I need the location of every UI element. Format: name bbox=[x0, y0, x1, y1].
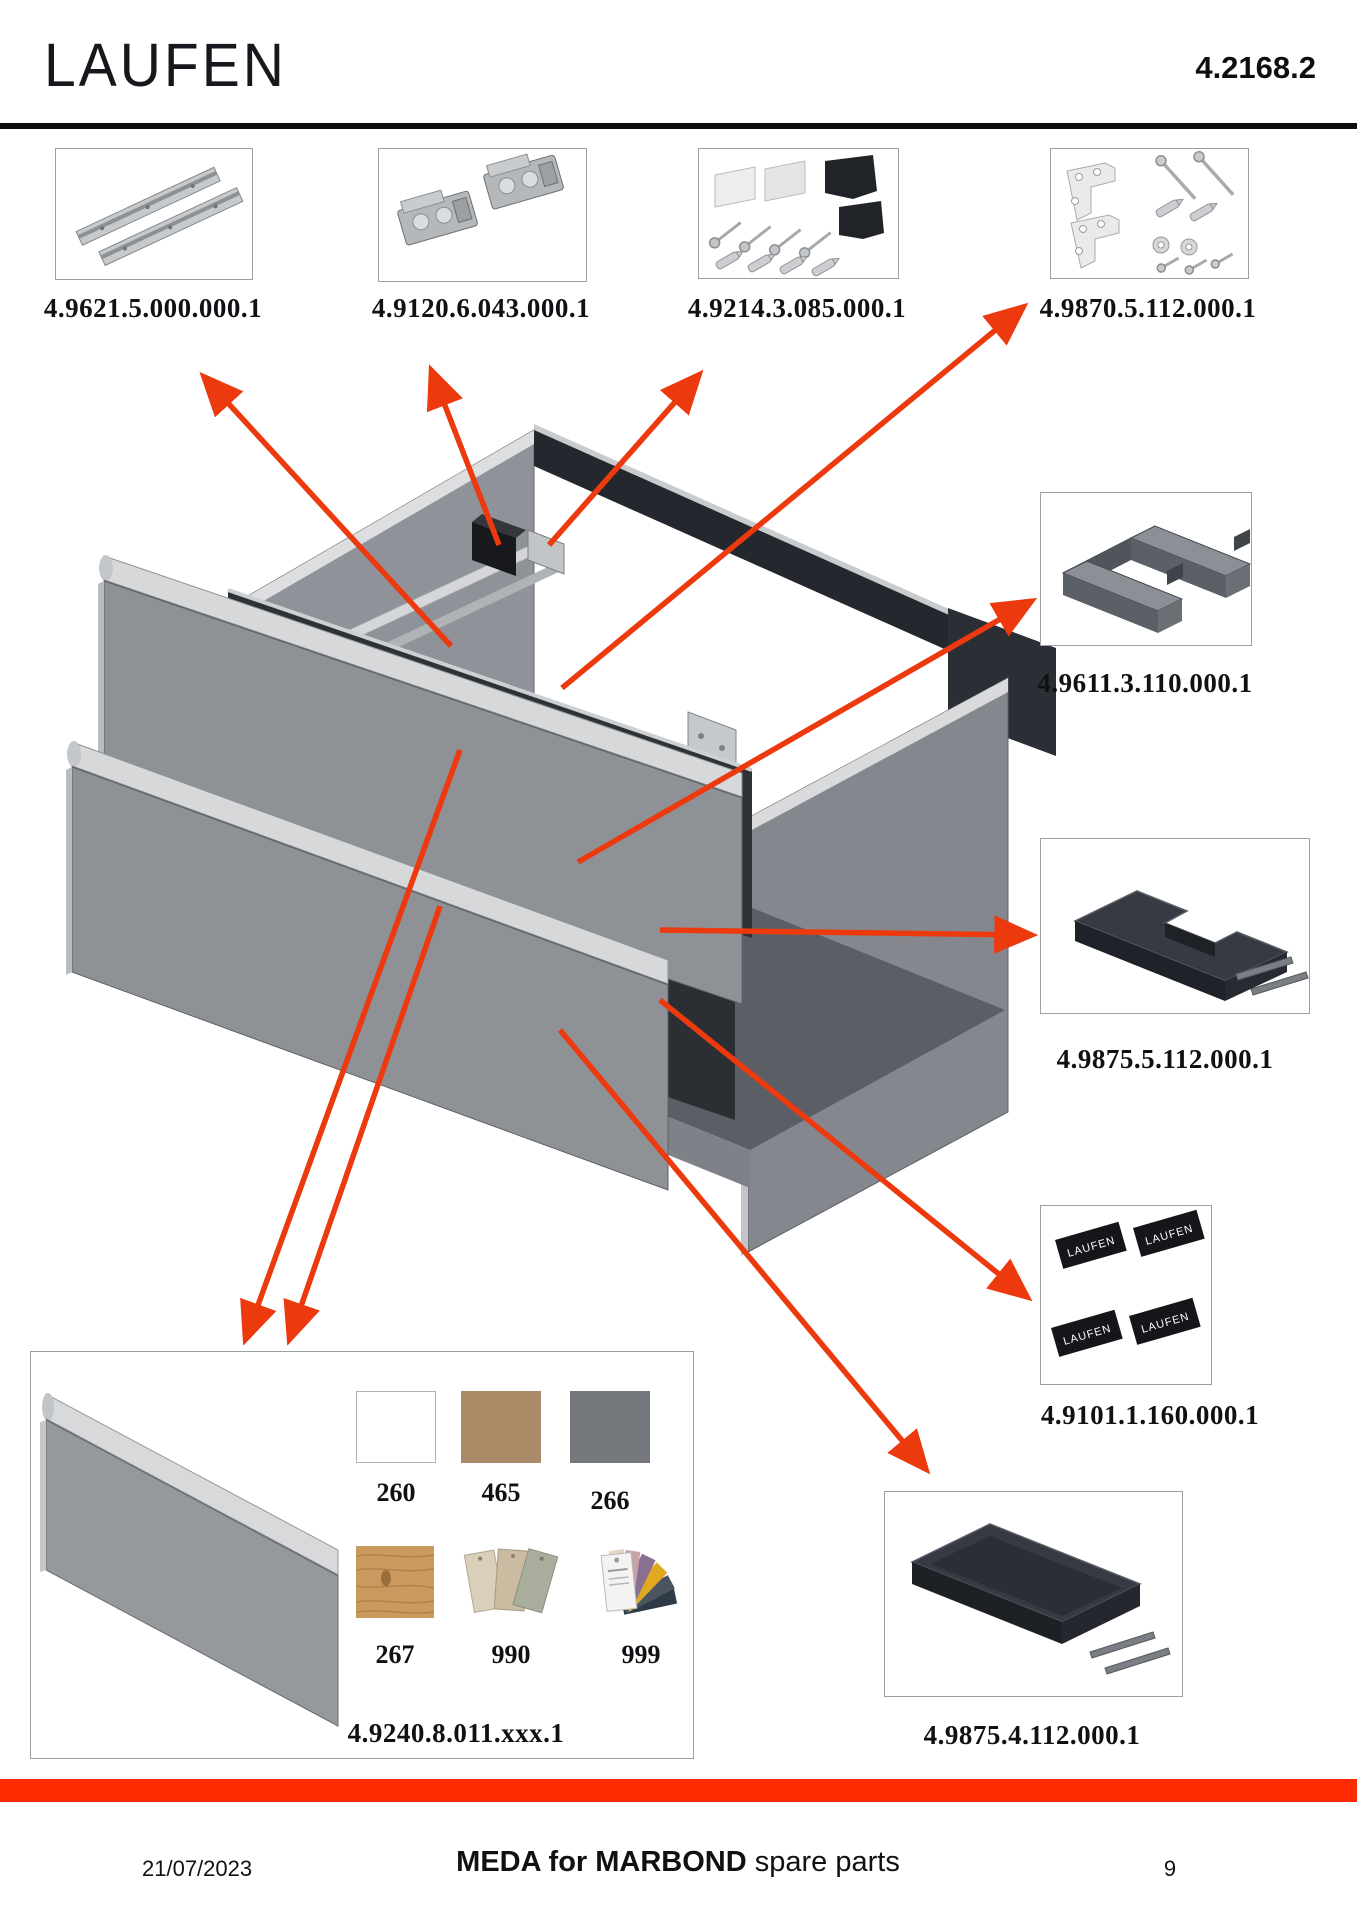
cabinet-right-wall-top bbox=[748, 678, 1008, 832]
bracket-hole bbox=[698, 733, 704, 739]
part-code: 4.9621.5.000.000.1 bbox=[43, 293, 263, 323]
arrow-to-siphon-frame bbox=[576, 597, 1038, 865]
drawer-box-cutout-illustration bbox=[1073, 890, 1309, 1001]
arrow-to-bracket-set bbox=[560, 302, 1029, 691]
drawer-box-illustration bbox=[910, 1523, 1171, 1675]
cabinet-left-wall-top bbox=[241, 430, 534, 614]
labels-illustration: LAUFEN LAUFEN LAUFEN LAUFEN bbox=[1051, 1209, 1205, 1357]
front-panel-illustration bbox=[40, 1393, 339, 1727]
part-code: 4.9240.8.011.xxx.1 bbox=[347, 1718, 565, 1748]
arrow-to-drawer-box bbox=[557, 1028, 931, 1475]
part-code: 4.9875.5.112.000.1 bbox=[1056, 1044, 1274, 1074]
rails-illustration bbox=[75, 166, 244, 267]
cabinet-back-rail bbox=[534, 430, 1005, 676]
arrow-to-cover-set bbox=[546, 369, 704, 547]
arrow-to-labels bbox=[658, 997, 1033, 1302]
finish-code: 266 bbox=[590, 1486, 630, 1515]
finish-code: 260 bbox=[376, 1478, 416, 1507]
finish-swatch-266 bbox=[570, 1391, 650, 1463]
part-thumbnail-labels: LAUFEN LAUFEN LAUFEN LAUFEN bbox=[1040, 1205, 1212, 1385]
part-code: 4.9101.1.160.000.1 bbox=[1040, 1400, 1260, 1430]
front1-left-edge bbox=[98, 581, 104, 790]
clips-illustration bbox=[397, 153, 564, 246]
finish-swatch-999-fan bbox=[600, 1548, 678, 1615]
covers-illustration bbox=[708, 155, 884, 277]
footer-title-suffix: spare parts bbox=[746, 1846, 900, 1878]
leader-arrows bbox=[199, 302, 1039, 1475]
header-rule bbox=[0, 123, 1357, 129]
footer-accent-bar bbox=[0, 1779, 1357, 1802]
footer-title: MEDA for MARBOND spare parts bbox=[18, 1846, 1338, 1879]
part-code: 4.9870.5.112.000.1 bbox=[1039, 293, 1257, 323]
arrow-to-clip-set bbox=[426, 364, 502, 546]
upper-drawer-rim bbox=[227, 588, 753, 772]
laufen-logo: LAUFEN bbox=[44, 31, 287, 101]
part-thumbnail-brackets bbox=[1050, 148, 1249, 279]
finish-swatch-267-wood bbox=[356, 1546, 434, 1618]
finish-code: 990 bbox=[491, 1640, 531, 1669]
part-thumbnail-drawer-box-cutout bbox=[1040, 838, 1310, 1014]
finish-code: 465 bbox=[481, 1478, 521, 1507]
siphon-frame-illustration bbox=[1061, 525, 1251, 633]
footer-date: 21/07/2023 bbox=[142, 1856, 253, 1881]
part-code: 4.9611.3.110.000.1 bbox=[1037, 668, 1253, 698]
document-number: 4.2168.2 bbox=[1195, 50, 1316, 85]
black-clip-part bbox=[472, 522, 516, 576]
arrow-to-front-panel-1 bbox=[240, 749, 463, 1346]
part-thumbnail-siphon-frame bbox=[1040, 492, 1252, 646]
finish-code: 999 bbox=[621, 1640, 661, 1669]
arrow-to-drawer-box-cutout bbox=[659, 915, 1039, 954]
finish-swatch-990-samples bbox=[463, 1548, 559, 1614]
part-code: 4.9214.3.085.000.1 bbox=[687, 293, 907, 323]
footer-product-name: MEDA for MARBOND bbox=[456, 1846, 747, 1878]
part-thumbnail-covers bbox=[698, 148, 899, 279]
front1-rail-cap bbox=[99, 555, 113, 581]
part-code: 4.9875.4.112.000.1 bbox=[923, 1720, 1141, 1750]
front2-rail-cap bbox=[67, 741, 81, 767]
part-thumbnail-clips bbox=[378, 148, 587, 282]
bracket-hole bbox=[719, 745, 725, 751]
front2-left-edge bbox=[66, 767, 72, 975]
black-clip-top bbox=[472, 514, 526, 538]
part-code: 4.9120.6.043.000.1 bbox=[371, 293, 591, 323]
finish-swatch-260 bbox=[356, 1391, 436, 1463]
brackets-illustration bbox=[1066, 151, 1235, 275]
back-rail-highlight bbox=[534, 424, 1005, 641]
arrow-to-front-panel-2 bbox=[283, 905, 443, 1346]
footer-page-number: 9 bbox=[1163, 1856, 1177, 1881]
rail-part-illustration-2 bbox=[358, 560, 563, 666]
part-thumbnail-rails bbox=[55, 148, 253, 280]
arrow-to-rail-set bbox=[199, 371, 454, 648]
finish-code: 267 bbox=[375, 1640, 415, 1669]
finish-swatch-465 bbox=[461, 1391, 541, 1463]
part-thumbnail-drawer-box bbox=[884, 1491, 1183, 1697]
